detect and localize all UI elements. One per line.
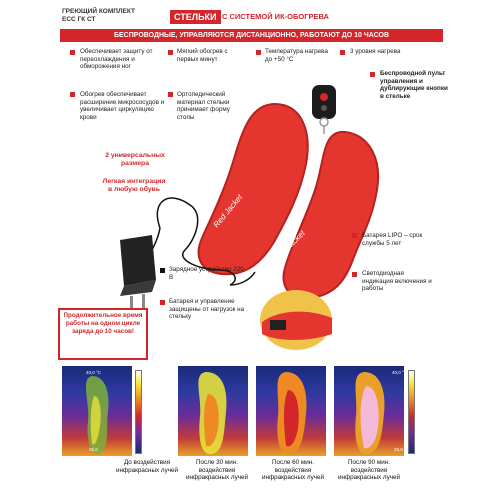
product-illustration: Red Jacket Red Jacket	[120, 85, 379, 310]
feature-sizes: 2 универсальных размера	[105, 152, 165, 167]
feature-battery-protect: Батарея и управление защищены от нагрузо…	[169, 298, 245, 321]
battery-closeup	[260, 290, 332, 350]
caption-before: До воздействия инфракрасных лучей	[115, 459, 179, 474]
brand-line-1: ГРЕЮЩИЙ КОМПЛЕКТ	[62, 8, 135, 15]
bullet-icon	[70, 50, 75, 55]
bullet-icon	[352, 272, 357, 277]
title-main: СТЕЛЬКИ	[174, 12, 217, 22]
feature-temperature: Температура нагрева до +50 °С	[265, 48, 328, 63]
thermal-image-before	[62, 366, 132, 456]
feature-led: Светодиодная индикация включения и работ…	[362, 270, 432, 293]
bullet-icon	[70, 92, 75, 97]
feature-battery: Батарея LIPO – срок службы 5 лет	[362, 232, 423, 247]
bullet-icon	[160, 268, 165, 273]
feature-levels: 3 уровня нагрева	[350, 48, 401, 55]
caption-90min: После 90 мин. воздействия инфракрасных л…	[337, 459, 401, 482]
feature-soft-heat: Мягкий обогрев с первых минут	[177, 48, 228, 63]
feature-protect: Обеспечивает защиту от переохлаждения и …	[80, 48, 153, 71]
brand-line-2: ECC ГК СТ	[62, 16, 96, 23]
bullet-icon	[370, 72, 375, 77]
insole-left	[197, 102, 309, 276]
bullet-icon	[160, 300, 165, 305]
brand-label: ГРЕЮЩИЙ КОМПЛЕКТ ECC ГК СТ	[62, 8, 172, 24]
scale-bottom-label: 25,0	[89, 447, 98, 452]
charger-icon	[120, 235, 156, 310]
bullet-icon	[168, 92, 173, 97]
scale-top-label: 40,0 °C	[86, 370, 102, 375]
thermal-scale-2	[408, 370, 415, 454]
headline-banner: БЕСПРОВОДНЫЕ, УПРАВЛЯЮТСЯ ДИСТАНЦИОННО, …	[60, 29, 443, 42]
remote-icon	[312, 85, 336, 134]
long-work-badge: Продолжительное время работы на одном ци…	[58, 308, 148, 360]
feature-integration: Легкая интеграция в любую обувь	[102, 178, 166, 193]
feature-wireless: Беспроводной пульт управления и дублирую…	[380, 70, 448, 100]
thermal-scale	[135, 370, 142, 454]
thermal-image-60min	[256, 366, 326, 456]
bullet-icon	[168, 50, 173, 55]
scale-top-label-2: 40,0 °C	[392, 370, 408, 375]
title-subtext: С СИСТЕМОЙ ИК-ОБОГРЕВА	[222, 12, 329, 21]
bullet-icon	[256, 50, 261, 55]
caption-30min: После 30 мин. воздействия инфракрасных л…	[185, 459, 249, 482]
feature-charger: Зарядное устройство 220 В	[169, 266, 244, 281]
bullet-icon	[352, 233, 357, 238]
charging-cable	[156, 197, 236, 286]
feature-orthopedic: Ортопедический материал стельки принимае…	[177, 91, 230, 121]
scale-bottom-label-2: 25,0	[394, 447, 403, 452]
page-title: СТЕЛЬКИ	[170, 10, 221, 24]
thermal-image-30min	[178, 366, 248, 456]
feature-blood: Обогрев обеспечивает расширение микросос…	[80, 91, 165, 121]
thermal-image-90min	[334, 366, 404, 456]
bullet-icon	[340, 50, 345, 55]
caption-60min: После 60 мин. воздействия инфракрасных л…	[261, 459, 325, 482]
